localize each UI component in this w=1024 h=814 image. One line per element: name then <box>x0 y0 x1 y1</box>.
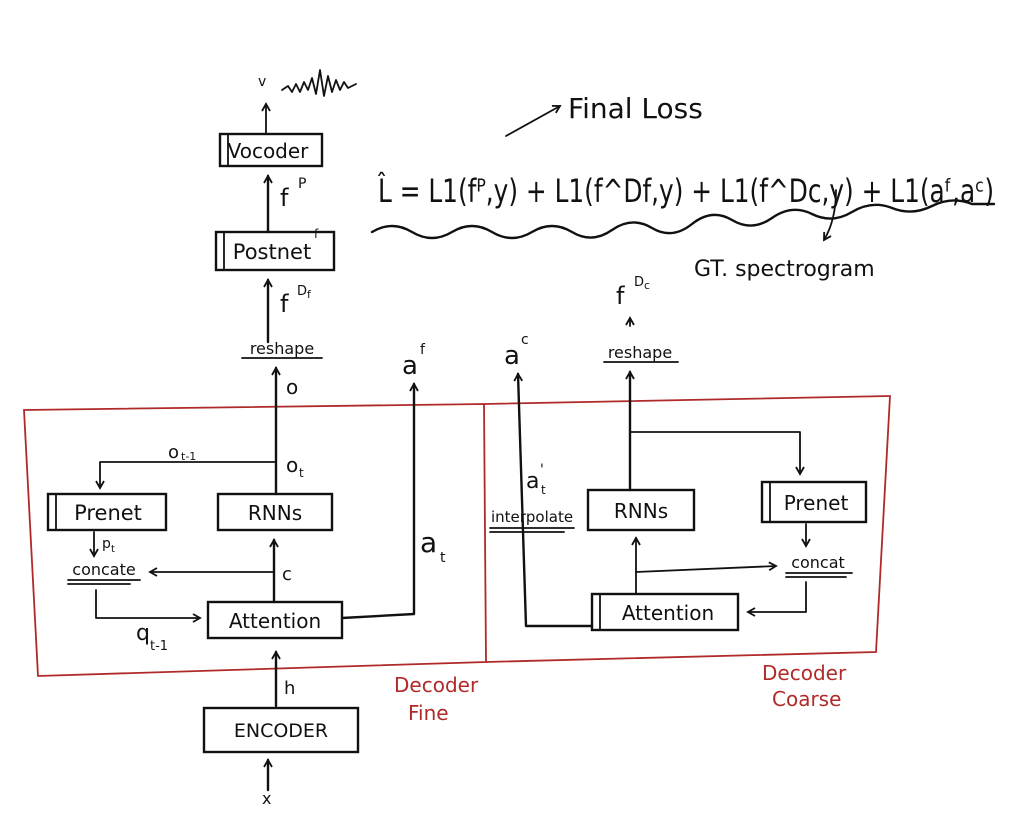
svg-text:Postnet: Postnet <box>233 240 311 264</box>
signal-v: v <box>258 74 266 90</box>
connections <box>89 102 837 792</box>
interpolate-op: interpolate <box>489 508 575 533</box>
signal-o: o <box>286 375 298 399</box>
fine-attention-block: Attention <box>206 600 344 640</box>
svg-text:c: c <box>521 332 529 348</box>
postnet-block: Postnet f <box>214 227 336 272</box>
concat-coarse-op: concat <box>785 553 853 578</box>
svg-text:concat: concat <box>791 553 845 572</box>
svg-text:a: a <box>402 351 418 381</box>
svg-text:reshape: reshape <box>608 343 672 362</box>
signal-fp: f P <box>280 176 306 212</box>
encoder-block: ENCODER <box>202 706 360 754</box>
svg-text:t: t <box>111 544 115 555</box>
concat-fine-op: concate <box>67 560 141 585</box>
svg-text:P: P <box>298 176 306 192</box>
svg-text:c: c <box>282 564 292 585</box>
signal-qt1: q t-1 <box>136 621 168 654</box>
svg-text:t: t <box>541 483 546 497</box>
svg-text:x: x <box>262 789 271 808</box>
svg-text:interpolate: interpolate <box>491 508 573 526</box>
svg-text:Prenet: Prenet <box>784 491 849 515</box>
svg-text:o: o <box>286 453 298 477</box>
decoder-fine-label-line1: Decoder <box>394 673 479 697</box>
gt-spectrogram-label: GT. spectrogram <box>694 257 875 282</box>
svg-text:t-1: t-1 <box>150 639 168 654</box>
svg-text:D: D <box>297 284 307 299</box>
waveform-icon <box>281 69 357 97</box>
coarse-rnns-block: RNNs <box>586 488 696 532</box>
svg-text:concate: concate <box>72 560 135 579</box>
signal-at-prime: a ' t <box>526 462 546 497</box>
signal-ot1: o t-1 <box>168 442 196 463</box>
svg-text:D: D <box>634 275 644 290</box>
coarse-attention-block: Attention <box>590 592 740 632</box>
svg-text:Prenet: Prenet <box>74 501 142 525</box>
vocoder-block: Vocoder <box>218 132 324 168</box>
svg-text:f: f <box>314 227 319 241</box>
svg-text:a: a <box>526 469 539 494</box>
signal-fdf: f D f <box>280 284 312 318</box>
svg-text:q: q <box>136 621 150 646</box>
svg-text:o: o <box>168 442 179 463</box>
coarse-prenet-block: Prenet <box>760 480 868 524</box>
signal-ac: a c <box>504 332 529 371</box>
loss-underline <box>370 199 996 240</box>
svg-text:f: f <box>280 290 289 318</box>
decoder-coarse-region <box>483 395 891 663</box>
svg-text:f: f <box>420 342 426 358</box>
svg-text:': ' <box>540 462 544 478</box>
signal-c: c <box>282 564 292 585</box>
fine-prenet-block: Prenet <box>46 492 168 532</box>
signal-pt: p t <box>102 536 115 555</box>
svg-text:t-1: t-1 <box>181 450 196 463</box>
svg-text:Attention: Attention <box>622 601 714 625</box>
svg-text:ENCODER: ENCODER <box>234 720 328 742</box>
loss-equation: L̂ = L1(fᴾ,y) + L1(f^Df,y) + L1(f^Dc,y) … <box>378 172 994 210</box>
svg-text:reshape: reshape <box>250 339 314 358</box>
signal-h: h <box>284 678 295 699</box>
decoder-fine-label-line2: Fine <box>408 701 449 725</box>
svg-text:c: c <box>644 279 650 292</box>
svg-text:f: f <box>307 288 312 301</box>
svg-text:h: h <box>284 678 295 699</box>
signal-af: a f <box>402 342 426 381</box>
svg-text:t: t <box>299 466 304 480</box>
svg-text:a: a <box>504 341 520 371</box>
decoder-coarse-label-line2: Coarse <box>772 687 841 711</box>
svg-text:Vocoder: Vocoder <box>228 139 310 163</box>
final-loss-label: Final Loss <box>568 92 703 125</box>
svg-text:a: a <box>420 526 437 559</box>
svg-text:RNNs: RNNs <box>614 499 668 523</box>
fine-rnns-block: RNNs <box>216 492 334 532</box>
reshape-coarse-op: reshape <box>603 343 679 363</box>
svg-text:f: f <box>616 282 625 310</box>
svg-text:Attention: Attention <box>229 609 321 633</box>
svg-text:RNNs: RNNs <box>248 501 302 525</box>
svg-text:f: f <box>280 184 289 212</box>
svg-text:p: p <box>102 536 111 552</box>
signal-fdc: f D c <box>616 275 650 310</box>
svg-text:v: v <box>258 74 266 90</box>
svg-text:t: t <box>440 550 446 566</box>
reshape-fine-op: reshape <box>241 339 323 359</box>
signal-ot: o t <box>286 453 304 480</box>
decoder-coarse-label-line1: Decoder <box>762 661 847 685</box>
signal-at: a t <box>420 526 446 566</box>
svg-text:o: o <box>286 375 298 399</box>
signal-x: x <box>262 789 271 808</box>
